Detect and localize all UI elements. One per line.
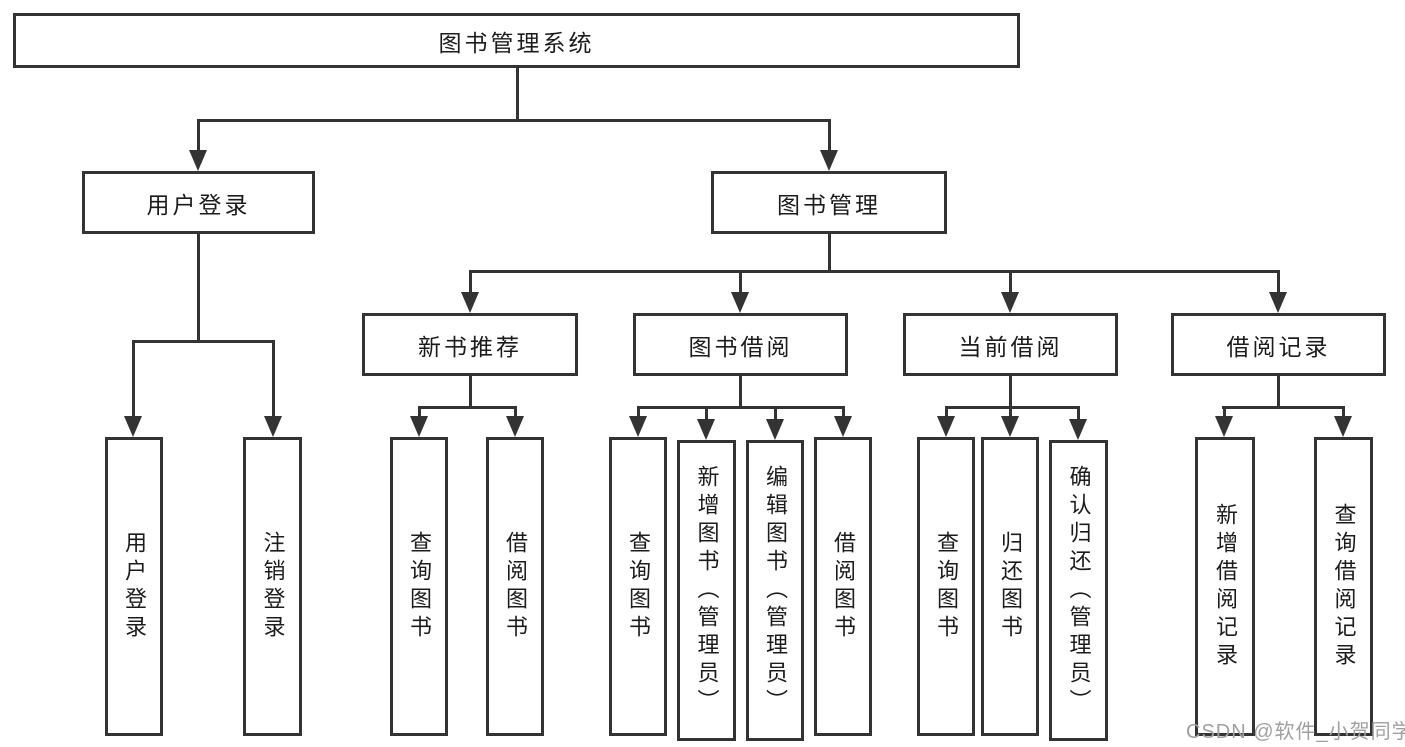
leaf-confirm-return-admin: 确认归还（管理员） [1049, 440, 1108, 741]
connector-line [197, 119, 831, 122]
arrowhead-icon [189, 150, 207, 171]
connector-line [197, 234, 200, 343]
arrowhead-icon [937, 416, 955, 437]
node-current-borrow: 当前借阅 [903, 313, 1118, 376]
leaf-label: 注销登录 [260, 530, 286, 643]
leaf-label: 借阅图书 [831, 530, 856, 643]
connector-line [469, 270, 1280, 273]
connector-line [1277, 376, 1280, 409]
leaf-label: 用户登录 [122, 530, 147, 643]
arrowhead-icon [1001, 292, 1019, 313]
leaf-label: 编辑图书（管理员） [763, 464, 788, 717]
arrowhead-icon [834, 416, 852, 437]
connector-line [516, 68, 519, 121]
node-new-book-recommend: 新书推荐 [362, 313, 578, 376]
connector-line [197, 119, 200, 150]
connector-line [272, 340, 275, 416]
csdn-watermark: CSDN @软件_小贺同学 [1186, 721, 1405, 743]
connector-line [469, 270, 472, 292]
connector-line [828, 234, 831, 273]
leaf-label: 归还图书 [998, 530, 1023, 643]
leaf-label: 查询图书 [626, 530, 651, 643]
leaf-query-books-current: 查询图书 [917, 437, 975, 736]
leaf-borrow-books-recommend: 借阅图书 [486, 437, 544, 736]
arrowhead-icon [264, 416, 282, 437]
connector-line [1009, 270, 1012, 292]
connector-line [739, 270, 742, 292]
arrowhead-icon [697, 419, 715, 440]
leaf-add-book-admin: 新增图书（管理员） [677, 440, 736, 741]
connector-line [945, 406, 1079, 409]
arrowhead-icon [820, 150, 838, 171]
leaf-query-books-recommend: 查询图书 [390, 437, 448, 736]
connector-line [945, 406, 948, 416]
leaf-label: 查询图书 [934, 530, 959, 643]
leaf-label: 新增借阅记录 [1213, 502, 1238, 671]
leaf-label: 新增图书（管理员） [694, 464, 720, 717]
arrowhead-icon [1269, 292, 1287, 313]
arrowhead-icon [1334, 416, 1352, 437]
node-library-system: 图书管理系统 [13, 13, 1020, 68]
leaf-user-login: 用户登录 [105, 437, 163, 736]
connector-line [705, 406, 708, 419]
connector-line [132, 340, 135, 416]
leaf-query-borrow-record: 查询借阅记录 [1314, 437, 1373, 736]
node-user-login: 用户登录 [82, 171, 315, 234]
arrowhead-icon [629, 416, 647, 437]
leaf-label: 查询借阅记录 [1331, 502, 1357, 671]
arrowhead-icon [410, 416, 428, 437]
arrowhead-icon [1001, 416, 1019, 437]
node-book-borrow: 图书借阅 [633, 313, 848, 376]
leaf-return-book: 归还图书 [981, 437, 1039, 736]
arrowhead-icon [506, 416, 524, 437]
leaf-add-borrow-record: 新增借阅记录 [1195, 437, 1255, 736]
connector-line [418, 406, 421, 416]
connector-line [637, 406, 640, 416]
connector-line [132, 340, 274, 343]
connector-line [418, 406, 516, 409]
connector-line [1342, 406, 1345, 416]
node-borrow-records: 借阅记录 [1171, 313, 1386, 376]
connector-line [637, 406, 844, 409]
leaf-edit-book-admin: 编辑图书（管理员） [746, 440, 804, 741]
arrowhead-icon [1069, 419, 1087, 440]
connector-line [1277, 270, 1280, 292]
connector-line [828, 119, 831, 150]
connector-line [739, 376, 742, 409]
connector-line [1009, 376, 1012, 409]
leaf-query-books-borrow: 查询图书 [609, 437, 667, 736]
arrowhead-icon [124, 416, 142, 437]
leaf-label: 借阅图书 [503, 530, 528, 643]
leaf-logout: 注销登录 [243, 437, 302, 736]
leaf-label: 查询图书 [407, 530, 432, 643]
node-book-management: 图书管理 [711, 171, 947, 234]
connector-line [469, 376, 472, 409]
leaf-borrow-books: 借阅图书 [814, 437, 872, 736]
leaf-label: 确认归还（管理员） [1066, 464, 1092, 717]
connector-line [1222, 406, 1344, 409]
connector-line [1223, 406, 1226, 416]
connector-line [1009, 406, 1012, 416]
connector-line [1077, 406, 1080, 419]
arrowhead-icon [766, 419, 784, 440]
arrowhead-icon [461, 292, 479, 313]
arrowhead-icon [731, 292, 749, 313]
connector-line [774, 406, 777, 419]
arrowhead-icon [1215, 416, 1233, 437]
connector-line [842, 406, 845, 416]
connector-line [514, 406, 517, 416]
